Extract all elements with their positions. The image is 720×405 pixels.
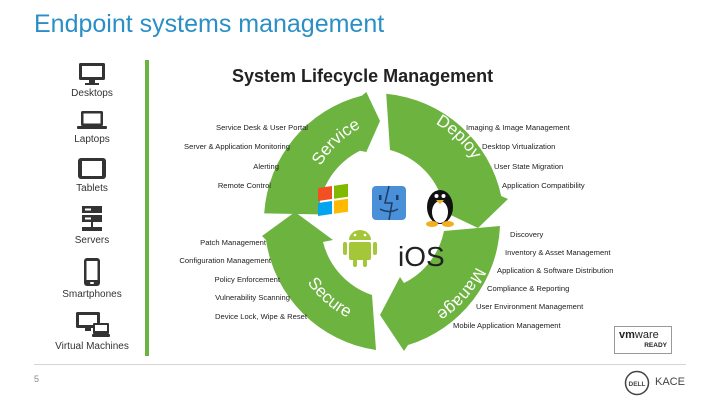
windows-logo-icon	[318, 183, 348, 216]
device-desktops: Desktops	[52, 62, 132, 99]
virtual-machine-icon	[76, 312, 110, 337]
smartphone-icon	[84, 258, 100, 286]
manage-item: User Environment Management	[476, 302, 584, 311]
slide-title: Endpoint systems management	[34, 10, 385, 38]
secure-item: Vulnerability Scanning	[215, 293, 290, 302]
manage-item: Application & Software Distribution	[497, 266, 614, 275]
device-label: Servers	[74, 235, 110, 246]
secure-item: Device Lock, Wipe & Reset	[214, 312, 307, 321]
manage-item: Inventory & Asset Management	[505, 248, 611, 257]
laptop-icon	[77, 111, 107, 129]
device-label: Virtual Machines	[55, 341, 129, 352]
ring-segment-secure	[262, 212, 376, 350]
diagram-title: System Lifecycle Management	[232, 66, 494, 86]
ring-segment-service	[264, 92, 380, 215]
badge-ware-text: ware	[634, 329, 659, 341]
device-virtual-machines: Virtual Machines	[52, 311, 132, 352]
page-number: 5	[34, 374, 40, 384]
manage-item: Compliance & Reporting	[487, 284, 570, 293]
device-label: Smartphones	[62, 289, 122, 300]
svg-text:DELL: DELL	[629, 381, 646, 388]
deploy-item: User State Migration	[494, 162, 564, 171]
vmware-ready-badge: vmware READY	[614, 326, 672, 354]
deploy-item: Desktop Virtualization	[482, 142, 556, 151]
badge-ready-text: READY	[644, 342, 667, 349]
mac-finder-icon	[372, 185, 406, 221]
green-divider	[145, 60, 149, 356]
device-smartphones: Smartphones	[52, 257, 132, 300]
device-tablets: Tablets	[52, 157, 132, 194]
desktop-icon	[79, 63, 105, 85]
device-label: Laptops	[74, 134, 110, 145]
android-icon	[343, 230, 377, 267]
kace-text: KACE	[655, 376, 685, 388]
secure-item: Configuration Management	[179, 256, 271, 265]
manage-item: Mobile Application Management	[453, 321, 561, 330]
ios-text: iOS	[398, 241, 445, 272]
device-servers: Servers	[52, 205, 132, 246]
device-laptops: Laptops	[52, 110, 132, 145]
device-label: Tablets	[76, 183, 108, 194]
service-item: Remote Control	[217, 181, 271, 190]
manage-item: Discovery	[510, 230, 544, 239]
secure-item: Patch Management	[200, 238, 266, 247]
secure-item: Policy Enforcement	[214, 275, 280, 284]
service-item: Service Desk & User Portal	[216, 123, 308, 132]
device-label: Desktops	[71, 88, 113, 99]
service-item: Alerting	[253, 162, 279, 171]
tablet-icon	[78, 158, 106, 179]
ring-segment-deploy	[386, 93, 508, 228]
service-item: Server & Application Monitoring	[184, 142, 290, 151]
dell-logo-icon: DELL	[624, 370, 650, 396]
badge-vm-text: vm	[619, 329, 635, 341]
footer-divider	[34, 364, 686, 365]
server-icon	[82, 206, 102, 231]
deploy-item: Application Compatibility	[502, 181, 585, 190]
ring-segment-manage	[380, 226, 500, 351]
deploy-item: Imaging & Image Management	[466, 123, 570, 132]
linux-penguin-icon	[426, 190, 454, 227]
